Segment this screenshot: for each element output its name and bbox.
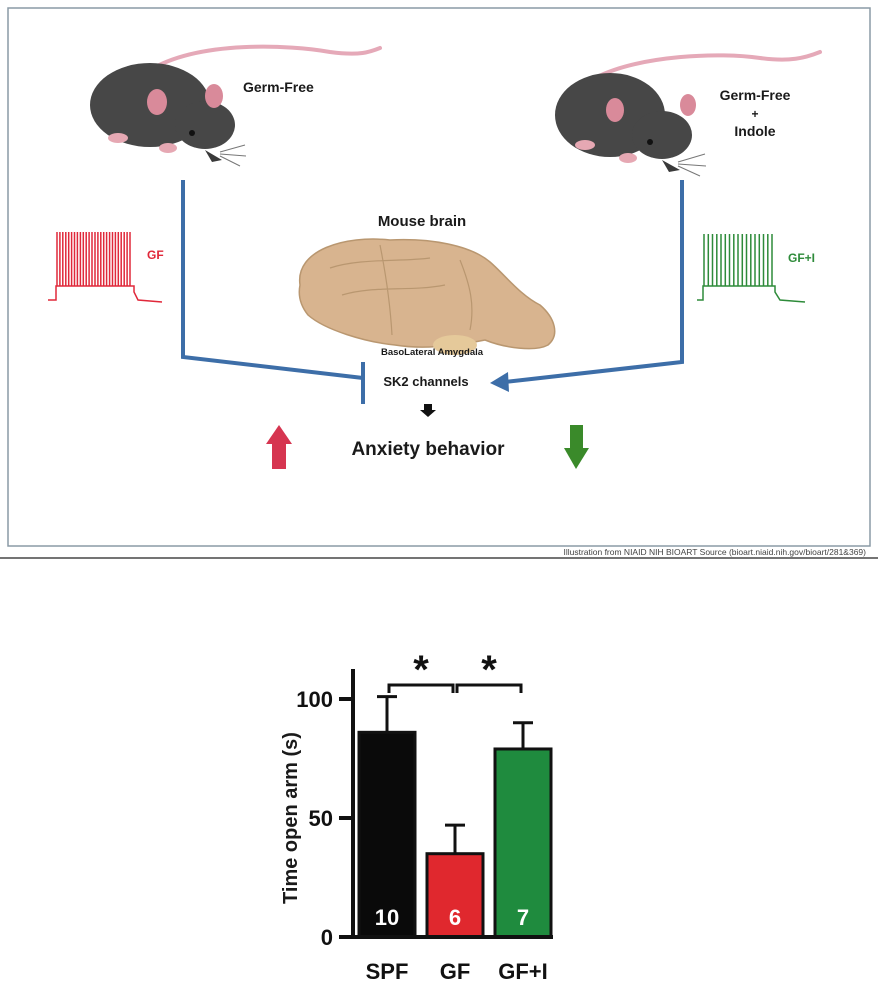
bar-spf	[357, 730, 417, 939]
x-tick-label: SPF	[366, 959, 409, 984]
gfi-trace-label: GF+I	[788, 251, 815, 265]
brain-title: Mouse brain	[378, 213, 466, 230]
significance-bracket	[387, 683, 455, 693]
right-mouse-label-line1: Germ-Free	[720, 87, 791, 103]
decrease-arrow-icon	[564, 425, 589, 469]
right-pathway-line	[504, 180, 684, 384]
x-tick-label: GF+I	[498, 959, 548, 984]
brain-region-label: BasoLateral Amygdala	[381, 347, 484, 358]
left-pathway-line	[181, 180, 364, 380]
right-mouse-label-plus: +	[751, 107, 758, 121]
right-pathway-arrowhead	[490, 372, 509, 392]
bar-n-label: 10	[375, 905, 399, 930]
illustration-credit: Illustration from NIAID NIH BIOART Sourc…	[563, 547, 866, 557]
gf-spike-trace	[48, 232, 163, 303]
outcome-label: Anxiety behavior	[351, 439, 505, 460]
y-tick-label: 50	[309, 806, 333, 831]
germ-free-mouse	[90, 44, 382, 167]
significance-marks: **	[387, 648, 523, 693]
gfi-spike-trace	[697, 234, 806, 303]
x-tick-label: GF	[440, 959, 471, 984]
down-arrow-icon	[420, 404, 436, 417]
left-mouse-label: Germ-Free	[243, 79, 314, 95]
bars: 10 6 7	[351, 695, 553, 939]
x-axis-categories: SPF GF GF+I	[366, 959, 548, 984]
gf-trace-label: GF	[147, 248, 164, 262]
right-mouse-label-line2: Indole	[734, 123, 775, 139]
significance-bracket	[455, 683, 523, 693]
increase-arrow-icon	[266, 425, 292, 469]
germ-free-indole-mouse	[555, 50, 822, 177]
y-tick-label: 0	[321, 925, 333, 950]
bar-n-label: 7	[517, 905, 529, 930]
bar-gf-i	[493, 747, 553, 939]
bar-n-label: 6	[449, 905, 461, 930]
y-axis: 0 50 100	[296, 669, 355, 950]
significance-star: *	[481, 648, 497, 692]
bar-gf	[425, 852, 485, 939]
y-tick-label: 100	[296, 687, 333, 712]
significance-star: *	[413, 648, 429, 692]
mouse-brain-illustration	[298, 238, 556, 355]
channel-label: SK2 channels	[383, 374, 468, 389]
y-axis-label: Time open arm (s)	[280, 732, 302, 904]
